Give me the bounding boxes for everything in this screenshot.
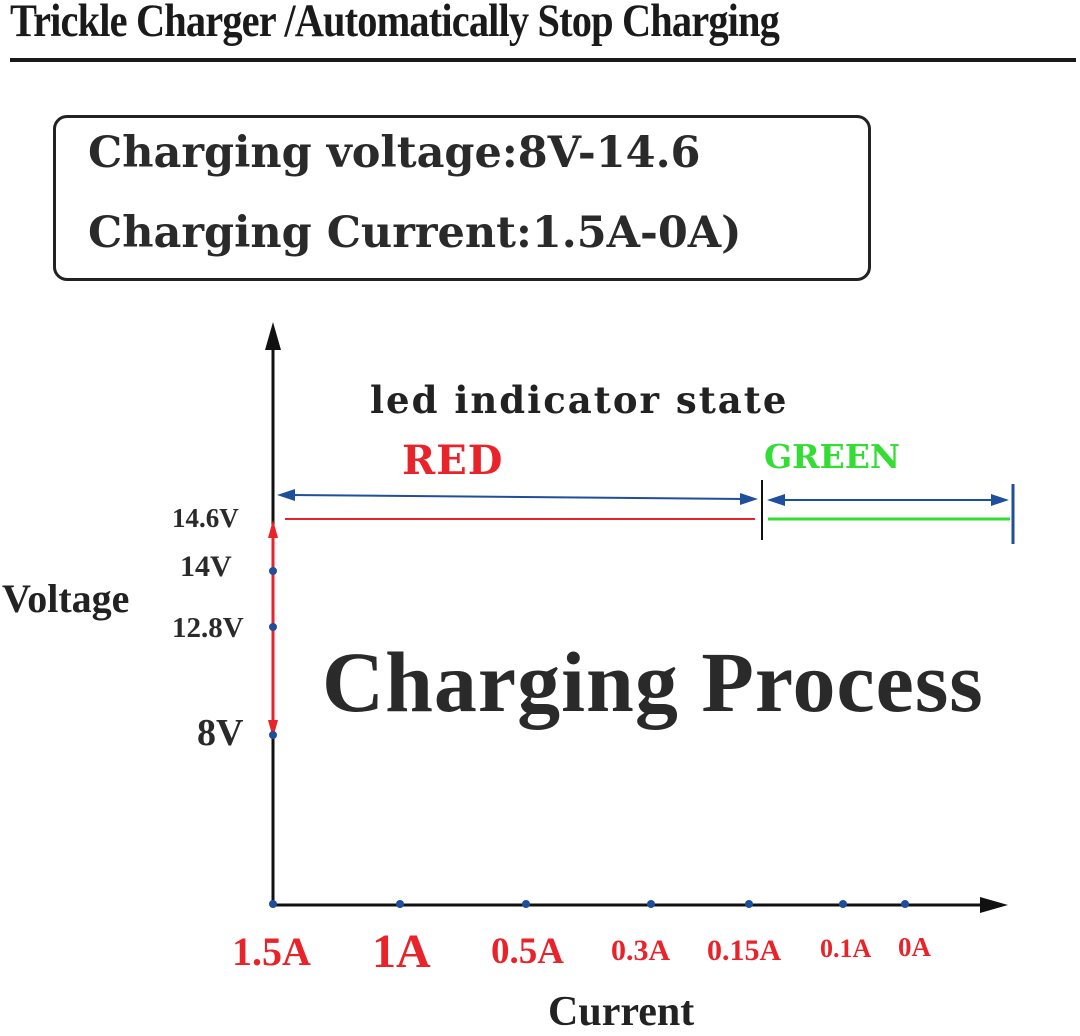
xtick-dot-0-3a	[647, 900, 655, 908]
charging-process-label: Charging Process	[322, 634, 984, 730]
xtick-dots	[269, 900, 909, 908]
current-axis-label: Current	[548, 989, 695, 1035]
red-span-arrow	[289, 494, 746, 500]
led-indicator-state-label: led indicator state	[370, 378, 789, 422]
voltage-arrow-head-bottom	[268, 720, 278, 738]
ytick-label-12-8v: 12.8V	[172, 612, 244, 644]
green-span-arrowhead-left	[767, 494, 785, 506]
green-span-arrowhead-right	[991, 494, 1009, 506]
xtick-label-0a: 0A	[898, 932, 931, 962]
ytick-dot-8v	[269, 731, 277, 739]
page-title: Trickle Charger /Automatically Stop Char…	[10, 0, 780, 47]
xtick-dot-0-1a	[839, 900, 847, 908]
red-state-label: RED	[402, 437, 504, 484]
xtick-label-0-5a: 0.5A	[491, 931, 564, 972]
ytick-label-14-6v: 14.6V	[172, 503, 239, 533]
xtick-label-1-5a: 1.5A	[232, 929, 311, 974]
spec-box: Charging voltage:8V-14.6 Charging Curren…	[53, 115, 871, 281]
y-axis-arrowhead	[265, 322, 281, 350]
charging-current-text: Charging Current:1.5A-0A)	[88, 208, 742, 258]
ytick-dot-14v	[269, 567, 277, 575]
xtick-label-0-3a: 0.3A	[611, 934, 671, 967]
xtick-dot-1a	[396, 900, 404, 908]
ytick-label-8v: 8V	[197, 712, 244, 754]
xtick-label-1a: 1A	[372, 925, 431, 978]
red-span-arrowhead-left	[277, 489, 295, 501]
x-axis-arrowhead	[980, 897, 1008, 913]
voltage-axis-label: Voltage	[2, 576, 130, 621]
ytick-dot-12-8v	[269, 623, 277, 631]
voltage-arrow-head-top	[268, 520, 278, 538]
xtick-dot-0-5a	[522, 900, 530, 908]
xtick-dot-0-15a	[745, 900, 753, 908]
green-state-label: GREEN	[764, 437, 901, 476]
red-span-arrowhead-right	[740, 493, 758, 505]
charging-voltage-text: Charging voltage:8V-14.6	[88, 128, 701, 178]
title-underline	[10, 58, 1076, 62]
xtick-label-0-15a: 0.15A	[707, 934, 782, 967]
xtick-label-0-1a: 0.1A	[820, 934, 872, 963]
xtick-dot-1-5a	[269, 900, 277, 908]
ytick-label-14v: 14V	[180, 550, 232, 583]
xtick-dot-0a	[901, 900, 909, 908]
